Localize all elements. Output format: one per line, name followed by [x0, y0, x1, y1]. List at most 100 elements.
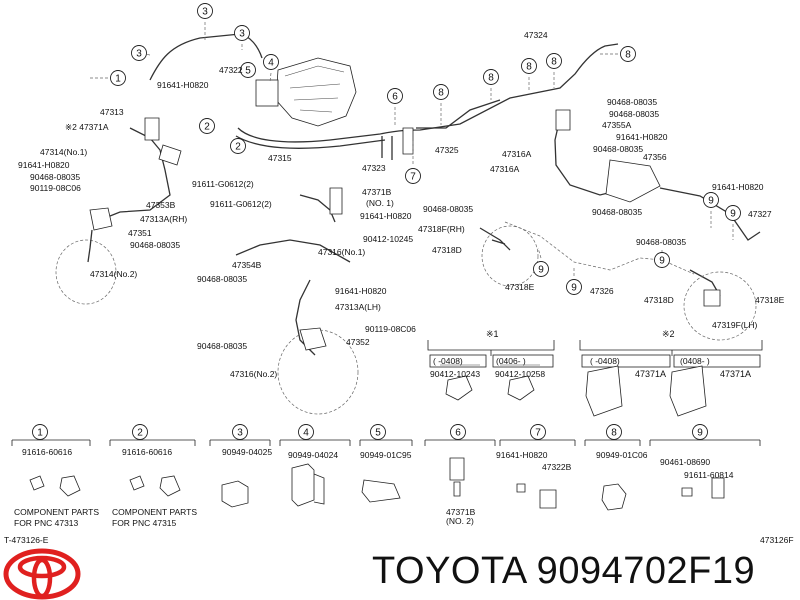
part-label: 91641-H0820: [335, 286, 387, 296]
part-label: 47355A: [602, 120, 632, 130]
diagram-id: T-473126-E: [4, 535, 49, 545]
callout-number: 3: [239, 29, 245, 40]
callout-4: 4: [263, 54, 279, 70]
callout-8: 8: [620, 46, 636, 62]
callout-8: 8: [521, 58, 537, 74]
part-label: 91641-H0820: [616, 132, 668, 142]
part-label: 47314(No.1): [40, 147, 87, 157]
callout-number: 9: [571, 283, 577, 294]
callout-number: 9: [659, 256, 665, 267]
part-label: 47318D: [644, 295, 674, 305]
callout-1: 1: [110, 70, 126, 86]
callout-number: 9: [538, 265, 544, 276]
part-label: 47324: [524, 30, 548, 40]
callout-number: 7: [410, 172, 416, 183]
callout-8: 8: [546, 53, 562, 69]
legend-note: COMPONENT PARTS: [14, 507, 99, 517]
note1-part-b: 90412-10258: [495, 369, 545, 379]
part-label: 47351: [128, 228, 152, 238]
part-label: 91641-H0820: [157, 80, 209, 90]
callout-number: 2: [204, 122, 210, 133]
part-label: 47313A(LH): [335, 302, 381, 312]
note-box-1: [427, 340, 555, 401]
callout-8: 8: [433, 84, 449, 100]
note2-part-b: 47371A: [720, 369, 751, 379]
callout-2: 2: [199, 118, 215, 134]
part-label: 90468-08035: [30, 172, 80, 182]
part-label: 90468-08035: [592, 207, 642, 217]
part-label: 47318E: [755, 295, 785, 305]
part-label: 47318D: [432, 245, 462, 255]
legend-part-number: 47322B: [542, 462, 572, 472]
legend-part-number: 91616-60616: [22, 447, 72, 457]
part-label: 91641-H0820: [712, 182, 764, 192]
callout-5: 5: [240, 62, 256, 78]
note1-range-b: (0406- ): [496, 356, 526, 366]
part-label: 47314(No.2): [90, 269, 137, 279]
part-label: ※2 47371A: [65, 122, 109, 132]
callout-number: 8: [625, 50, 631, 61]
part-label: 91641-H0820: [360, 211, 412, 221]
legend-number: 1: [37, 428, 43, 439]
callout-number: 2: [235, 142, 241, 153]
callout-9: 9: [533, 261, 549, 277]
callout-2: 2: [230, 138, 246, 154]
legend-part-number: (NO. 2): [446, 516, 474, 526]
legend-note: FOR PNC 47315: [112, 518, 177, 528]
callout-number: 6: [392, 92, 398, 103]
part-label: 90119-08C06: [365, 324, 416, 334]
callout-number: 8: [551, 57, 557, 68]
callout-number: 8: [488, 73, 494, 84]
callout-3: 3: [131, 45, 147, 61]
part-label: 47316(No.2): [230, 369, 277, 379]
callout-9: 9: [703, 192, 719, 208]
callout-8: 8: [483, 69, 499, 85]
callout-6: 6: [387, 88, 403, 104]
part-label: 90468-08035: [130, 240, 180, 250]
callout-number: 8: [526, 62, 532, 73]
callout-number: 8: [438, 88, 444, 99]
legend-number: 9: [697, 428, 703, 439]
legend-note: COMPONENT PARTS: [112, 507, 197, 517]
part-label: 91641-H0820: [18, 160, 70, 170]
callout-7: 7: [405, 168, 421, 184]
part-label: 90468-08035: [607, 97, 657, 107]
callout-9: 9: [725, 205, 741, 221]
callout-number: 1: [115, 74, 121, 85]
note2-mark: ※2: [662, 329, 675, 339]
part-label: 90468-08035: [423, 204, 473, 214]
callout-number: 3: [136, 49, 142, 60]
part-label: 47323: [362, 163, 386, 173]
callout-number: 3: [202, 7, 208, 18]
figure-code: 473126F: [760, 535, 794, 545]
part-label: 91611-G0612(2): [192, 179, 254, 189]
part-label: 47322: [219, 65, 243, 75]
legend-number: 4: [303, 428, 309, 439]
part-label: 47316(No.1): [318, 247, 365, 257]
legend-frame: [11, 439, 761, 511]
legend-number: 5: [375, 428, 381, 439]
legend-part-number: 90949-04024: [288, 450, 338, 460]
legend-part-number: 90949-01C06: [596, 450, 648, 460]
part-label: 47313A(RH): [140, 214, 187, 224]
note2-range-b: (0408- ): [680, 356, 710, 366]
note2-part-a: 47371A: [635, 369, 666, 379]
note1-part-a: 90412-10243: [430, 369, 480, 379]
part-label: 90468-08035: [593, 144, 643, 154]
legend-part-number: 91611-60814: [684, 470, 734, 480]
legend-part-number: 90949-04025: [222, 447, 272, 457]
legend-item-4: 4 90949-04024: [288, 424, 338, 460]
part-label: 47354B: [232, 260, 262, 270]
brake-line-art: [55, 22, 761, 415]
legend-part-number: 47371B: [446, 507, 476, 517]
part-label: 47352: [346, 337, 370, 347]
callout-3: 3: [234, 25, 250, 41]
